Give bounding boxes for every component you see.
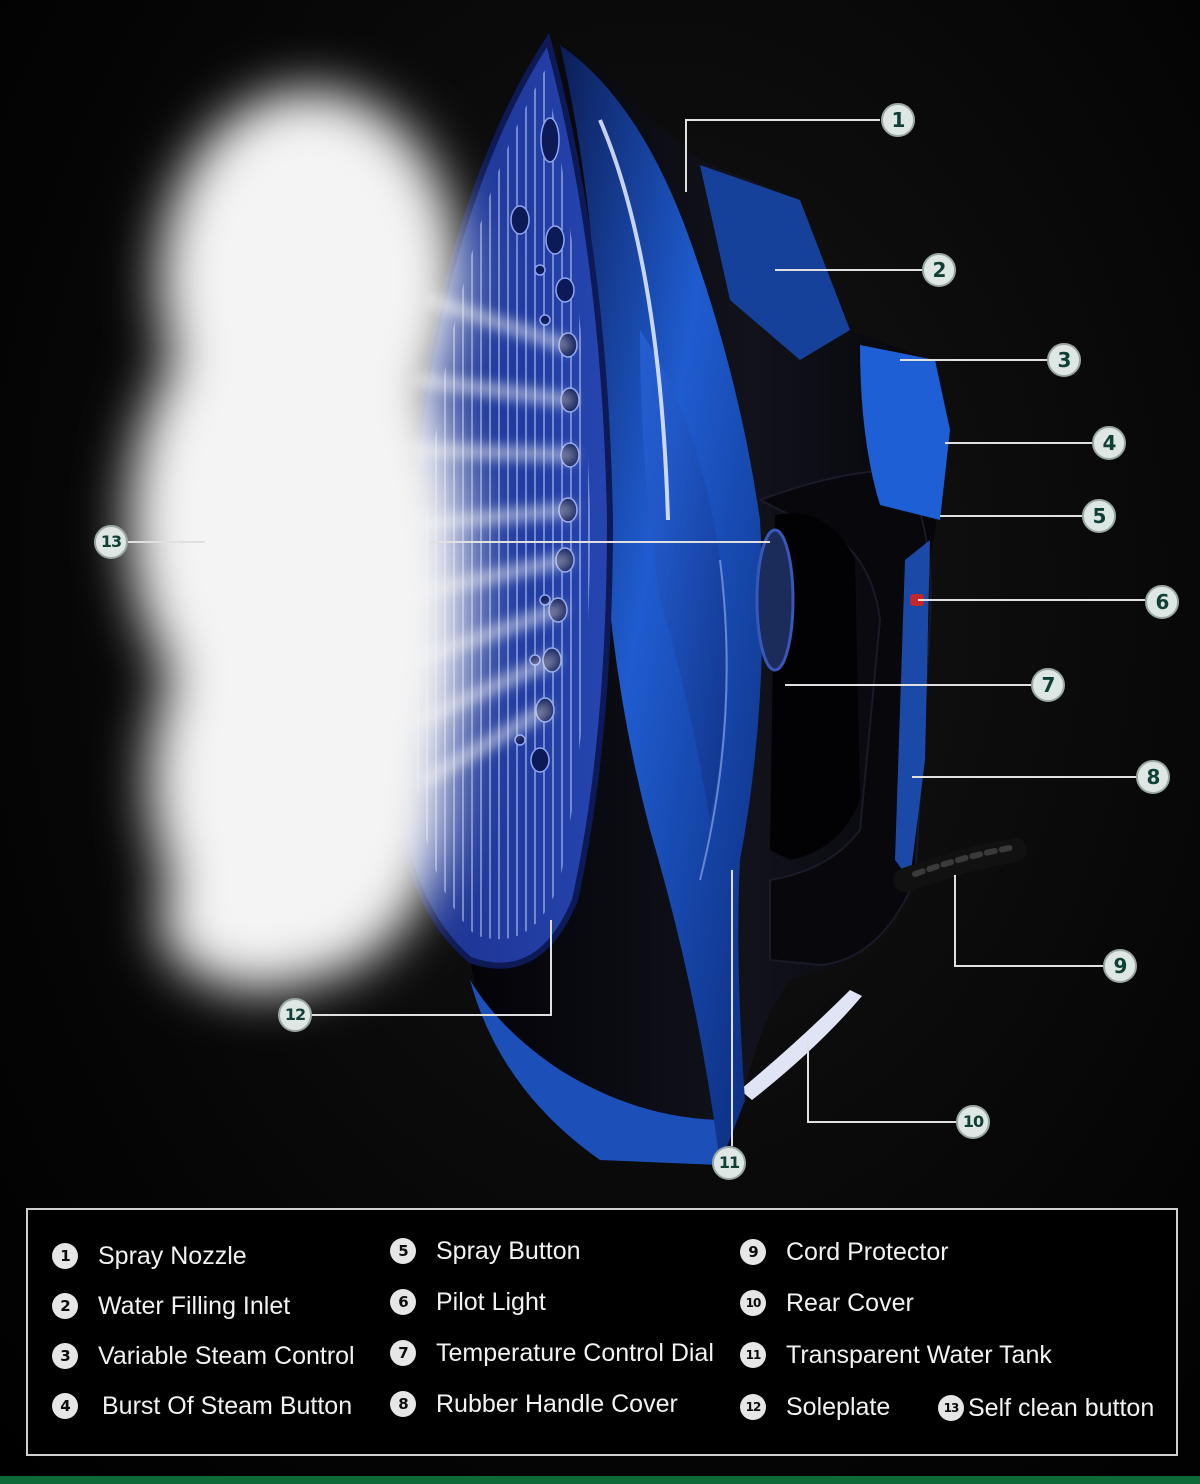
legend-item-6: 6 Pilot Light xyxy=(390,1284,546,1320)
legend-item-5: 5 Spray Button xyxy=(390,1233,581,1269)
legend-number: 4 xyxy=(52,1393,78,1419)
legend-number: 12 xyxy=(740,1394,766,1420)
legend-label: Burst Of Steam Button xyxy=(102,1391,353,1420)
bottom-accent-strip xyxy=(0,1476,1200,1484)
legend-label: Pilot Light xyxy=(436,1287,546,1316)
water-inlet-shape xyxy=(700,165,850,360)
callout-badge-7: 7 xyxy=(1031,668,1065,702)
rear-cover-shape xyxy=(470,980,728,1165)
legend-item-11: 11 Transparent Water Tank xyxy=(740,1337,1052,1373)
legend-number: 9 xyxy=(740,1239,766,1265)
parts-legend: 1 Spray Nozzle 2 Water Filling Inlet 3 V… xyxy=(26,1208,1178,1456)
power-cord xyxy=(893,838,1027,892)
legend-label: Soleplate xyxy=(786,1392,891,1421)
rubber-handle-cover-shape xyxy=(895,540,930,880)
legend-number: 10 xyxy=(740,1290,766,1316)
steam-cloud xyxy=(130,90,470,990)
callout-badge-10: 10 xyxy=(956,1105,990,1139)
legend-item-9: 9 Cord Protector xyxy=(740,1234,949,1270)
legend-number: 13 xyxy=(938,1395,964,1421)
legend-label: Spray Button xyxy=(436,1236,581,1265)
leader-line-1 xyxy=(685,119,880,192)
legend-item-8: 8 Rubber Handle Cover xyxy=(390,1386,678,1422)
callout-badge-13: 13 xyxy=(94,525,128,559)
callout-badge-8: 8 xyxy=(1136,760,1170,794)
legend-number: 3 xyxy=(52,1343,78,1369)
legend-item-2: 2 Water Filling Inlet xyxy=(52,1288,290,1324)
leader-line-10 xyxy=(807,1040,956,1123)
pilot-light-shape xyxy=(910,594,924,606)
legend-label: Water Filling Inlet xyxy=(98,1291,291,1320)
callout-badge-12: 12 xyxy=(278,998,312,1032)
legend-label: Self clean button xyxy=(968,1393,1155,1422)
legend-number: 6 xyxy=(390,1289,416,1315)
callout-badge-5: 5 xyxy=(1082,499,1116,533)
callout-badge-11: 11 xyxy=(712,1146,746,1180)
steam-control-shape xyxy=(860,345,950,520)
legend-item-7: 7 Temperature Control Dial xyxy=(390,1335,714,1371)
legend-number: 7 xyxy=(390,1340,416,1366)
legend-item-12: 12 Soleplate xyxy=(740,1389,890,1425)
legend-number: 11 xyxy=(740,1342,766,1368)
legend-label: Spray Nozzle xyxy=(98,1241,247,1270)
transparent-tank-shape xyxy=(640,330,726,820)
legend-number: 8 xyxy=(390,1391,416,1417)
callout-badge-1: 1 xyxy=(881,103,915,137)
legend-number: 2 xyxy=(52,1293,78,1319)
legend-label: Cord Protector xyxy=(786,1237,949,1266)
callout-badge-4: 4 xyxy=(1092,426,1126,460)
iron-blue-body xyxy=(560,45,763,1165)
leader-line-9 xyxy=(954,875,1103,967)
callout-badge-3: 3 xyxy=(1047,343,1081,377)
legend-label: Transparent Water Tank xyxy=(786,1340,1052,1369)
callout-badge-6: 6 xyxy=(1145,585,1179,619)
steam-iron-illustration xyxy=(128,32,1145,1165)
callout-badge-2: 2 xyxy=(922,253,956,287)
heel-rest-chrome xyxy=(740,990,862,1100)
legend-item-13: 13 Self clean button xyxy=(938,1390,1154,1426)
callout-badge-9: 9 xyxy=(1103,949,1137,983)
legend-item-3: 3 Variable Steam Control xyxy=(52,1338,355,1374)
legend-label: Rear Cover xyxy=(786,1288,914,1317)
legend-label: Temperature Control Dial xyxy=(436,1338,714,1367)
legend-number: 1 xyxy=(52,1243,78,1269)
leader-line-12 xyxy=(312,920,552,1016)
legend-label: Variable Steam Control xyxy=(98,1341,355,1370)
legend-label: Rubber Handle Cover xyxy=(436,1389,678,1418)
legend-item-1: 1 Spray Nozzle xyxy=(52,1238,247,1274)
legend-number: 5 xyxy=(390,1238,416,1264)
legend-item-4: 4 Burst Of Steam Button xyxy=(52,1388,352,1424)
legend-item-10: 10 Rear Cover xyxy=(740,1285,914,1321)
callout-leader-lines xyxy=(128,119,1145,1146)
temperature-dial-shape xyxy=(755,528,795,672)
